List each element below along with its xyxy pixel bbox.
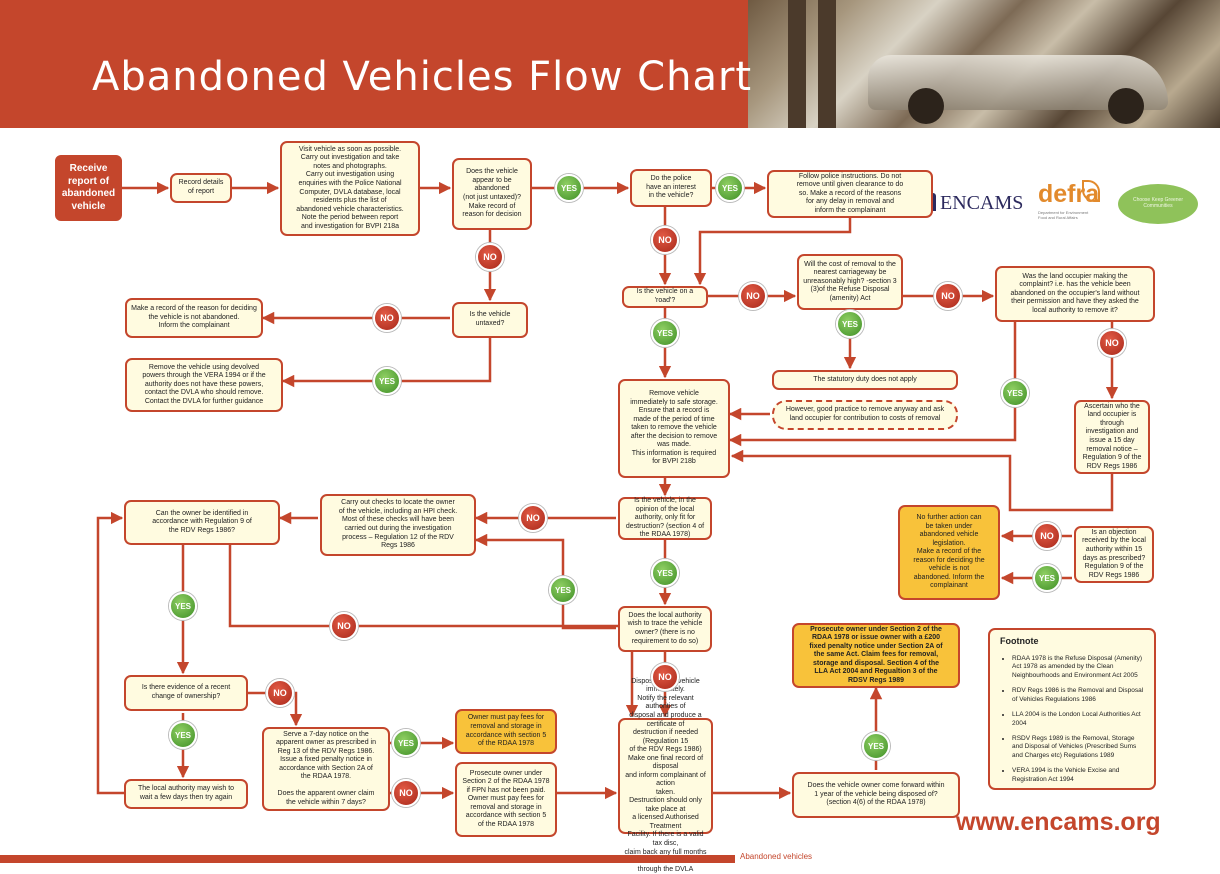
yes-badge: YES xyxy=(836,310,864,338)
page-title: Abandoned Vehicles Flow Chart xyxy=(92,54,753,100)
no-badge: NO xyxy=(266,679,294,707)
website-url: www.encams.org xyxy=(956,808,1161,836)
footer-bar xyxy=(0,855,735,863)
photo-post xyxy=(818,0,836,128)
yes-badge: YES xyxy=(392,729,420,757)
owner-pay-fees-node: Owner must pay fees for removal and stor… xyxy=(455,709,557,754)
connector xyxy=(693,206,852,286)
connector xyxy=(730,449,1114,512)
footnote-list: RDAA 1978 is the Refuse Disposal (Amenit… xyxy=(1000,655,1144,784)
connector xyxy=(96,511,125,795)
encams-logo: ENCAMS xyxy=(930,192,1023,215)
remove-devolved-node: Remove the vehicle using devolved powers… xyxy=(125,358,283,412)
yes-badge: YES xyxy=(651,559,679,587)
appear-abandoned-node: Does the vehicle appear to be abandoned … xyxy=(452,158,532,230)
photo-post xyxy=(788,0,806,128)
connector xyxy=(728,320,1017,447)
green-communities-logo: Choose Keep Greener Communities xyxy=(1118,184,1198,224)
no-badge: NO xyxy=(1033,522,1061,550)
police-interest-node: Do the police have an interest in the ve… xyxy=(630,169,712,207)
owner-forward-node: Does the vehicle owner come forward with… xyxy=(792,772,960,818)
yes-badge: YES xyxy=(716,174,744,202)
header-photo xyxy=(748,0,1220,128)
dispose-vehicle-node: Dispose of the vehicle immediately. Noti… xyxy=(618,678,713,873)
no-badge: NO xyxy=(330,612,358,640)
footnote-item: RSDV Regs 1989 is the Removal, Storage a… xyxy=(1012,735,1144,760)
ascertain-occupier-node: Ascertain who the land occupier is throu… xyxy=(1074,400,1150,474)
header-banner: Abandoned Vehicles Flow Chart xyxy=(0,0,1220,128)
encams-logo-text: ENCAMS xyxy=(940,192,1024,214)
statutory-duty-node: The statutory duty does not apply xyxy=(772,370,958,390)
yes-badge: YES xyxy=(169,592,197,620)
objection-received-node: Is an objection received by the local au… xyxy=(1074,526,1154,583)
connector xyxy=(228,545,639,718)
remove-safe-storage-node: Remove vehicle immediately to safe stora… xyxy=(618,379,730,478)
no-further-action-node: No further action can be taken under aba… xyxy=(898,505,1000,600)
car-wheel xyxy=(1108,88,1144,124)
good-practice-node: However, good practice to remove anyway … xyxy=(772,400,958,430)
yes-badge: YES xyxy=(549,576,577,604)
checks-locate-owner-node: Carry out checks to locate the owner of … xyxy=(320,494,476,556)
yes-badge: YES xyxy=(169,721,197,749)
serve-notice-node: Serve a 7-day notice on the apparent own… xyxy=(262,727,390,811)
prosecute-200-node: Prosecute owner under Section 2 of the R… xyxy=(792,623,960,688)
connector xyxy=(281,338,492,388)
land-occupier-node: Was the land occupier making the complai… xyxy=(995,266,1155,322)
yes-badge: YES xyxy=(1001,379,1029,407)
no-badge: NO xyxy=(476,243,504,271)
connector xyxy=(474,533,616,630)
prosecute-fpn-node: Prosecute owner under Section 2 of the R… xyxy=(455,762,557,837)
start-node-receive-report: Receive report of abandoned vehicle xyxy=(55,155,122,221)
wait-few-days-node: The local authority may wish to wait a f… xyxy=(124,779,248,809)
on-road-node: Is the vehicle on a 'road'? xyxy=(622,286,708,308)
no-badge: NO xyxy=(392,779,420,807)
no-badge: NO xyxy=(651,226,679,254)
footnote-item: RDV Regs 1986 is the Removal and Disposa… xyxy=(1012,687,1144,704)
yes-badge: YES xyxy=(555,174,583,202)
connector xyxy=(248,691,303,727)
no-badge: NO xyxy=(934,282,962,310)
trace-owner-node: Does the local authority wish to trace t… xyxy=(618,606,712,652)
footer-caption: Abandoned vehicles xyxy=(740,852,813,861)
yes-badge: YES xyxy=(651,319,679,347)
leaf-icon xyxy=(1082,180,1100,202)
footnote-item: RDAA 1978 is the Refuse Disposal (Amenit… xyxy=(1012,655,1144,680)
footnote-item: VERA 1994 is the Vehicle Excise and Regi… xyxy=(1012,767,1144,784)
untaxed-node: Is the vehicle untaxed? xyxy=(452,302,528,338)
no-badge: NO xyxy=(651,663,679,691)
cost-removal-node: Will the cost of removal to the nearest … xyxy=(797,254,903,310)
car-wheel xyxy=(908,88,944,124)
no-badge: NO xyxy=(373,304,401,332)
no-badge: NO xyxy=(519,504,547,532)
logo-strip: ENCAMS defra Department for Environment … xyxy=(930,180,1220,230)
yes-badge: YES xyxy=(373,367,401,395)
not-abandoned-record-node: Make a record of the reason for deciding… xyxy=(125,298,263,338)
no-badge: NO xyxy=(739,282,767,310)
visit-vehicle-node: Visit vehicle as soon as possible. Carry… xyxy=(280,141,420,236)
yes-badge: YES xyxy=(1033,564,1061,592)
no-badge: NO xyxy=(1098,329,1126,357)
footnote-item: LLA 2004 is the London Local Authorities… xyxy=(1012,711,1144,728)
record-details-node: Record details of report xyxy=(170,173,232,203)
yes-badge: YES xyxy=(862,732,890,760)
defra-logo-subtitle: Department for Environment Food and Rura… xyxy=(1038,210,1089,220)
person-icon xyxy=(930,193,936,211)
recent-change-node: Is there evidence of a recent change of … xyxy=(124,675,248,711)
owner-identified-node: Can the owner be identified in accordanc… xyxy=(124,500,280,545)
footnote-box: Footnote RDAA 1978 is the Refuse Disposa… xyxy=(988,628,1156,790)
footnote-title: Footnote xyxy=(1000,636,1039,646)
fit-destruction-node: Is the vehicle, in the opinion of the lo… xyxy=(618,497,712,540)
follow-police-node: Follow police instructions. Do not remov… xyxy=(767,170,933,218)
